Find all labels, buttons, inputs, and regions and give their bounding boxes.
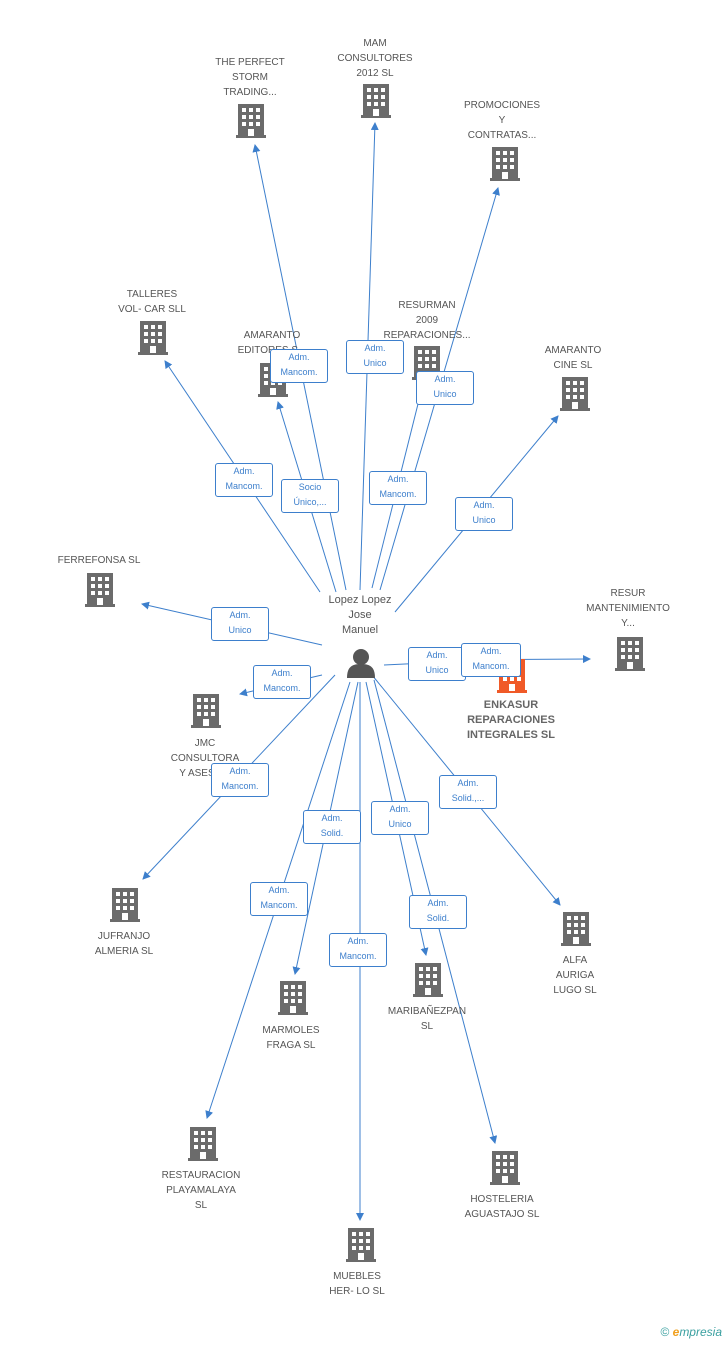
company-label-hosteleria[interactable]: HOSTELERIA AGUASTAJO SL <box>464 1194 540 1220</box>
relation-label-mam[interactable]: Adm. Unico <box>346 340 404 374</box>
company-label-alfa[interactable]: ALFA AURIGA LUGO SL <box>553 955 597 996</box>
company-label-talleres[interactable]: TALLERES VOL- CAR SLL <box>118 289 186 315</box>
company-label-promociones[interactable]: PROMOCIONES Y CONTRATAS... <box>463 100 541 141</box>
relation-label-talleres[interactable]: Adm. Mancom. <box>215 463 273 497</box>
company-label-resur[interactable]: RESUR MANTENIMIENTO Y... <box>586 588 670 629</box>
main-company-label[interactable]: ENKASUR REPARACIONES INTEGRALES SL <box>466 699 555 741</box>
company-label-maribanezpan[interactable]: MARIBAÑEZPAN SL <box>387 1006 467 1032</box>
building-icon[interactable] <box>236 104 266 138</box>
company-label-muebles[interactable]: MUEBLES HER- LO SL <box>329 1271 385 1297</box>
company-label-marmoles[interactable]: MARMOLES FRAGA SL <box>262 1025 320 1051</box>
brand-name: mpresia <box>679 1325 722 1339</box>
company-label-mam[interactable]: MAM CONSULTORES 2012 SL <box>337 38 413 79</box>
person-icon[interactable] <box>347 649 375 678</box>
relation-label-maribanezpan-unico[interactable]: Adm. Unico <box>371 801 429 835</box>
company-label-restauracion[interactable]: RESTAURACION PLAYAMALAYA SL <box>161 1170 241 1211</box>
relation-label-promociones[interactable]: Adm. Unico <box>416 371 474 405</box>
company-label-jmc[interactable]: JMC CONSULTORA Y ASESO... <box>170 738 240 779</box>
center-person-label[interactable]: Lopez Lopez Jose Manuel <box>328 594 392 636</box>
company-label-jufranjo[interactable]: JUFRANJO ALMERIA SL <box>94 931 154 957</box>
relation-label-enkasur[interactable]: Adm. Unico <box>408 647 466 681</box>
building-icon[interactable] <box>188 1127 218 1161</box>
building-icon[interactable] <box>110 888 140 922</box>
company-label-perfect-storm[interactable]: THE PERFECT STORM TRADING... <box>215 57 285 98</box>
building-icon[interactable] <box>361 84 391 118</box>
company-label-ferrefonsa[interactable]: FERREFONSA SL <box>57 555 141 566</box>
company-label-resurman[interactable]: RESURMAN 2009 REPARACIONES... <box>383 300 471 341</box>
footer-brand: © empresia <box>660 1325 722 1339</box>
relation-label-jmc[interactable]: Adm. Mancom. <box>253 665 311 699</box>
relation-label-muebles[interactable]: Adm. Mancom. <box>329 933 387 967</box>
building-icon[interactable] <box>278 981 308 1015</box>
relation-label-marmoles[interactable]: Adm. Solid. <box>303 810 361 844</box>
company-label-amaranto-cine[interactable]: AMARANTO CINE SL <box>544 345 602 371</box>
relation-label-resurman[interactable]: Adm. Mancom. <box>369 471 427 505</box>
building-icon[interactable] <box>561 912 591 946</box>
relation-label-amaranto-cine[interactable]: Adm. Unico <box>455 497 513 531</box>
building-icon[interactable] <box>615 637 645 671</box>
building-icon[interactable] <box>138 321 168 355</box>
brand-initial: e <box>672 1325 680 1339</box>
building-icon[interactable] <box>560 377 590 411</box>
relation-label-perfect-storm[interactable]: Adm. Mancom. <box>270 349 328 383</box>
building-icon[interactable] <box>85 573 115 607</box>
relation-label-ferrefonsa[interactable]: Adm. Unico <box>211 607 269 641</box>
relation-label-alfa[interactable]: Adm. Solid.,... <box>439 775 497 809</box>
copyright-symbol: © <box>660 1325 670 1339</box>
building-icon[interactable] <box>413 963 443 997</box>
building-icon[interactable] <box>346 1228 376 1262</box>
relation-label-restauracion[interactable]: Adm. Mancom. <box>250 882 308 916</box>
relation-label-resur[interactable]: Adm. Mancom. <box>461 643 521 677</box>
relation-label-jufranjo[interactable]: Adm. Mancom. <box>211 763 269 797</box>
relation-label-maribanezpan-solid[interactable]: Adm. Solid. <box>409 895 467 929</box>
building-icon[interactable] <box>490 1151 520 1185</box>
relation-label-amaranto-editores[interactable]: Socio Único,... <box>281 479 339 513</box>
building-icon[interactable] <box>490 147 520 181</box>
building-icon[interactable] <box>191 694 221 728</box>
